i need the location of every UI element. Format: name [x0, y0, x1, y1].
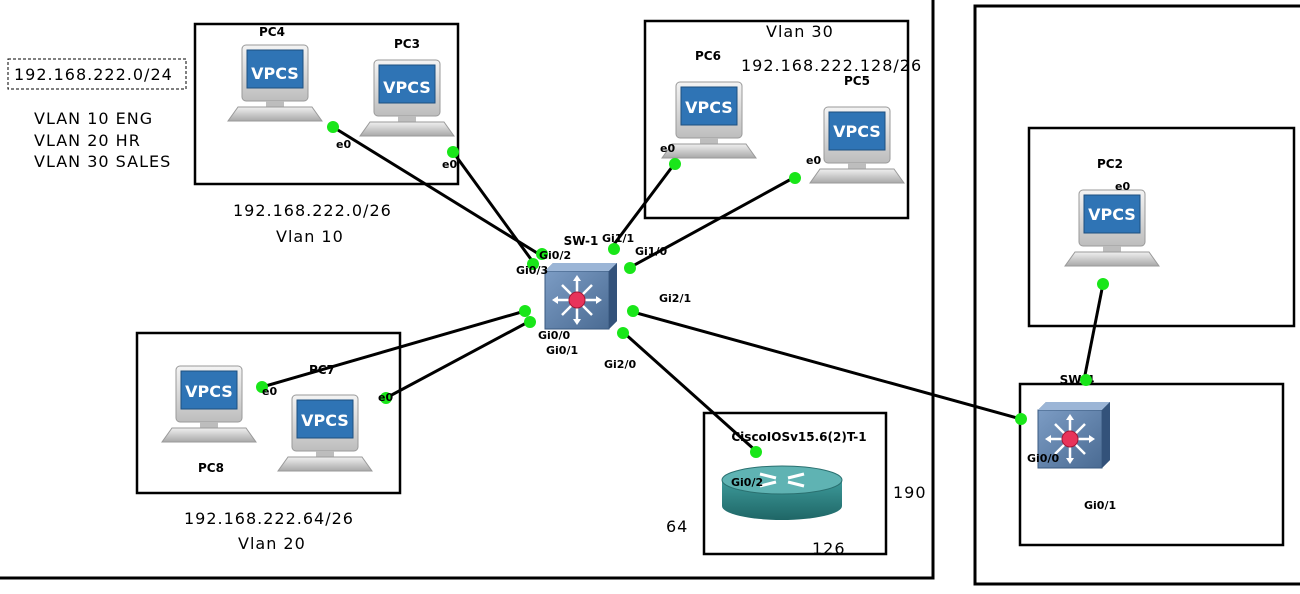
router-zone	[702, 411, 888, 556]
port-label-pc2-e0: e0	[1115, 180, 1130, 193]
vlan30-name: Vlan 30	[766, 22, 834, 41]
pc2-screen-label: VPCS	[1088, 205, 1136, 224]
link-pc7-sw1	[385, 319, 531, 400]
vlan-note-1: VLAN 10 ENG	[34, 109, 153, 128]
port-label-sw1-gi2-0: Gi2/0	[604, 358, 636, 371]
vlan30-zone	[643, 19, 910, 220]
port-label-pc5-e0: e0	[806, 154, 821, 167]
router-name: CiscoIOSv15.6(2)T-1	[731, 430, 866, 444]
vlan10-zone	[193, 22, 460, 186]
port-dot-sw4-gi0-0[interactable]	[1015, 413, 1027, 425]
pc5-name: PC5	[844, 74, 870, 88]
link-pc8-sw1	[261, 309, 526, 389]
port-label-sw1-gi2-1: Gi2/1	[659, 292, 691, 305]
port-dot-sw1-gi0-1[interactable]	[524, 316, 536, 328]
port-labels: e0 e0 e0 e0 e0 e0 e0 Gi0/2 Gi0/3 Gi1/1 G…	[262, 138, 1130, 512]
vlan-note-3: VLAN 30 SALES	[34, 152, 171, 171]
pc3-device[interactable]: VPCS PC3	[359, 37, 455, 137]
port-label-pc3-e0: e0	[442, 158, 457, 171]
pc5-screen-label: VPCS	[833, 122, 881, 141]
link-sw1-router	[621, 330, 758, 453]
links	[261, 125, 1105, 453]
network-note: 192.168.222.0/24	[14, 65, 173, 84]
port-label-router-gi0-2: Gi0/2	[731, 476, 763, 489]
link-pc5-sw1	[628, 175, 796, 270]
port-dot-pc2[interactable]	[1097, 278, 1109, 290]
vlan30-subnet: 192.168.222.128/26	[741, 56, 922, 75]
port-label-sw1-gi1-0: Gi1/0	[635, 245, 667, 258]
router-number-190: 190	[893, 483, 927, 502]
pc2-name: PC2	[1097, 157, 1123, 171]
link-pc2-sw4	[1082, 283, 1105, 381]
pc4-device[interactable]: VPCS PC4	[227, 25, 323, 122]
port-label-sw4-gi0-1: Gi0/1	[1084, 499, 1116, 512]
port-dot-sw1-gi0-3[interactable]	[527, 258, 539, 270]
port-label-pc8-e0: e0	[262, 385, 277, 398]
port-dots	[256, 121, 1109, 458]
pc7-name: PC7	[309, 363, 335, 377]
link-pc6-sw1	[610, 162, 677, 248]
port-dot-sw1-gi1-0[interactable]	[624, 262, 636, 274]
link-sw1-sw4	[632, 310, 1022, 421]
vlan20-zone	[135, 331, 402, 495]
port-label-pc6-e0: e0	[660, 142, 675, 155]
port-dot-pc6[interactable]	[669, 158, 681, 170]
router-device[interactable]: CiscoIOSv15.6(2)T-1	[720, 430, 867, 522]
link-pc4-sw1	[332, 125, 543, 258]
port-label-sw1-gi0-2: Gi0/2	[539, 249, 571, 262]
port-dot-sw1-gi0-2[interactable]	[536, 248, 548, 260]
port-label-sw1-gi0-1: Gi0/1	[546, 344, 578, 357]
pc5-device[interactable]: VPCS PC5	[809, 74, 905, 184]
pc6-device[interactable]: VPCS PC6	[661, 49, 757, 159]
network-note-box	[7, 58, 187, 90]
pc3-screen-label: VPCS	[383, 78, 431, 97]
port-label-pc7-e0: e0	[378, 391, 393, 404]
pc8-device[interactable]: VPCS PC8	[161, 365, 257, 475]
port-dot-sw1-gi1-1[interactable]	[608, 243, 620, 255]
pc8-screen-label: VPCS	[185, 382, 233, 401]
port-label-sw1-gi0-3: Gi0/3	[516, 264, 548, 277]
pc8-name: PC8	[198, 461, 224, 475]
port-dot-pc5[interactable]	[789, 172, 801, 184]
router-number-126: 126	[812, 539, 846, 558]
sw1-name: SW-1	[564, 234, 599, 248]
vlan10-subnet: 192.168.222.0/26	[233, 201, 392, 220]
pc2-zone	[1027, 126, 1296, 328]
port-label-sw1-gi1-1: Gi1/1	[602, 232, 634, 245]
pc7-device[interactable]: VPCS PC7	[277, 363, 373, 472]
vlan20-subnet: 192.168.222.64/26	[184, 509, 354, 528]
port-dot-sw1-gi2-1[interactable]	[627, 305, 639, 317]
port-dot-pc4[interactable]	[327, 121, 339, 133]
pc4-screen-label: VPCS	[251, 64, 299, 83]
pc6-screen-label: VPCS	[685, 98, 733, 117]
port-dot-sw1-gi0-0[interactable]	[519, 305, 531, 317]
link-pc3-sw1	[451, 151, 535, 263]
vlan-note-2: VLAN 20 HR	[34, 131, 141, 150]
port-dot-router-gi0-2[interactable]	[750, 446, 762, 458]
pc6-name: PC6	[695, 49, 721, 63]
main-frame	[0, 0, 935, 580]
pc4-name: PC4	[259, 25, 285, 39]
port-label-sw1-gi0-0: Gi0/0	[538, 329, 570, 342]
port-label-pc4-e0: e0	[336, 138, 351, 151]
pc7-screen-label: VPCS	[301, 411, 349, 430]
sw4-zone	[1018, 382, 1285, 547]
vlan20-name: Vlan 20	[238, 534, 306, 553]
port-label-sw4-gi0-0: Gi0/0	[1027, 452, 1059, 465]
router-number-64: 64	[666, 517, 688, 536]
remote-frame	[973, 4, 1300, 586]
port-dot-sw1-gi2-0[interactable]	[617, 327, 629, 339]
port-dot-pc3[interactable]	[447, 146, 459, 158]
pc2-device[interactable]: VPCS PC2	[1064, 157, 1160, 267]
pc3-name: PC3	[394, 37, 420, 51]
vlan10-name: Vlan 10	[276, 227, 344, 246]
sw1-device[interactable]: SW-1	[543, 234, 619, 331]
port-dot-pc8[interactable]	[256, 381, 268, 393]
port-dot-pc7[interactable]	[380, 392, 392, 404]
port-dot-sw4-gi0-1[interactable]	[1080, 374, 1092, 386]
